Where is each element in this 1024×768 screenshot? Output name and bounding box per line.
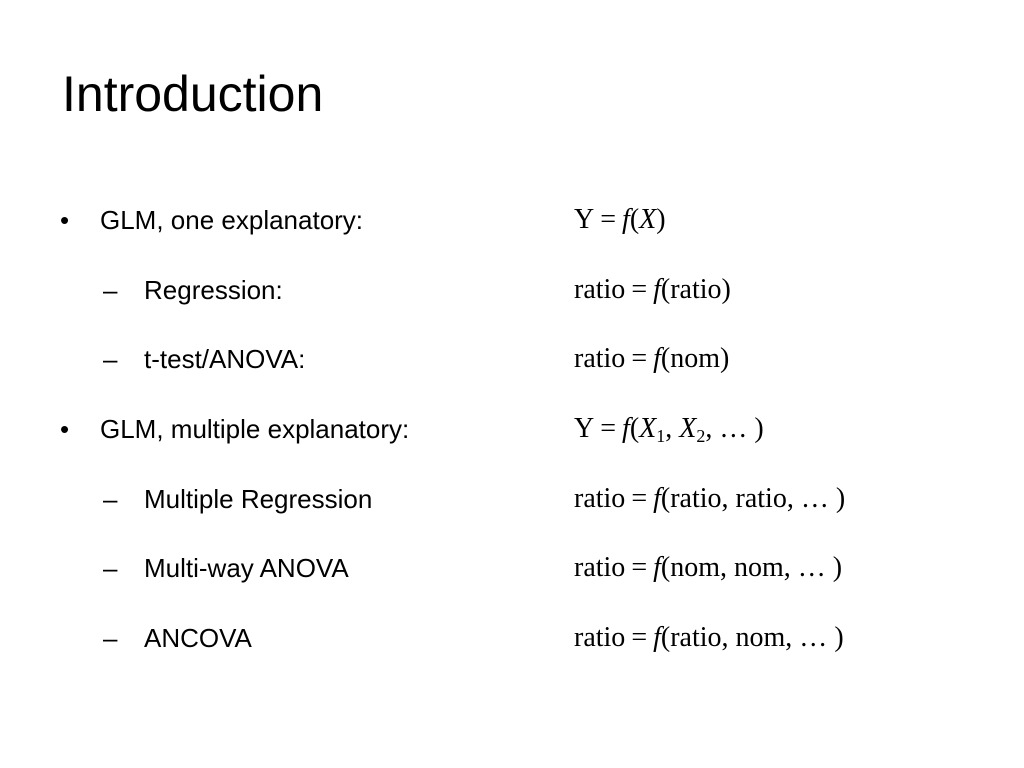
list-item-ancova: – ANCOVA ratio=f(ratio, nom, … )	[0, 618, 1024, 658]
item-formula: Y=f(X1, X2, … )	[574, 409, 764, 449]
list-item-glm-one: • GLM, one explanatory: Y=f(X)	[0, 200, 1024, 240]
formula-args: nom, nom, …	[670, 552, 833, 583]
formula-close-paren: )	[656, 204, 666, 235]
formula-function: f	[622, 413, 630, 444]
formula-separator: ,	[665, 413, 680, 444]
formula-x2-subscript: 2	[696, 426, 706, 446]
formula-lhs: ratio	[574, 622, 626, 653]
dash-icon: –	[103, 344, 118, 374]
list-item-multi-way-anova: – Multi-way ANOVA ratio=f(nom, nom, … )	[0, 548, 1024, 588]
formula-open-paren: (	[660, 274, 671, 305]
formula-close-paren: )	[832, 552, 843, 583]
formula-lhs: ratio	[574, 274, 626, 305]
formula-equals: =	[600, 413, 617, 444]
formula-lhs: Y	[574, 413, 595, 444]
item-label: ANCOVA	[144, 623, 252, 653]
formula-args: X	[639, 204, 657, 235]
formula-x1: X	[639, 413, 657, 444]
formula-open-paren: (	[660, 483, 671, 514]
dash-icon: –	[103, 275, 118, 305]
item-label: GLM, one explanatory:	[100, 205, 364, 235]
item-formula: ratio=f(ratio, ratio, … )	[574, 479, 845, 519]
formula-close-paren: )	[720, 343, 730, 374]
formula-open-paren: (	[660, 343, 671, 374]
item-label: Multi-way ANOVA	[144, 553, 349, 583]
slide-title: Introduction	[62, 66, 324, 122]
formula-close-paren: )	[754, 413, 764, 444]
formula-lhs: Y	[574, 204, 595, 235]
dash-icon: –	[103, 553, 118, 583]
formula-lhs: ratio	[574, 483, 626, 514]
formula-function: f	[653, 274, 661, 305]
list-item-glm-multiple: • GLM, multiple explanatory: Y=f(X1, X2,…	[0, 409, 1024, 449]
formula-open-paren: (	[629, 204, 640, 235]
list-item-regression: – Regression: ratio=f(ratio)	[0, 270, 1024, 310]
formula-close-paren: )	[835, 483, 846, 514]
item-formula: Y=f(X)	[574, 200, 666, 240]
formula-args: nom	[670, 343, 720, 374]
formula-function: f	[622, 204, 630, 235]
formula-function: f	[653, 343, 661, 374]
formula-function: f	[653, 622, 661, 653]
formula-equals: =	[631, 483, 648, 514]
item-label: Regression:	[144, 275, 283, 305]
bullet-icon: •	[60, 414, 70, 444]
formula-equals: =	[631, 552, 648, 583]
formula-equals: =	[631, 622, 648, 653]
item-formula: ratio=f(nom, nom, … )	[574, 548, 842, 588]
item-formula: ratio=f(ratio)	[574, 270, 731, 310]
list-item-ttest-anova: – t-test/ANOVA: ratio=f(nom)	[0, 339, 1024, 379]
formula-function: f	[653, 552, 661, 583]
item-label: Multiple Regression	[144, 484, 373, 514]
list-item-multiple-regression: – Multiple Regression ratio=f(ratio, rat…	[0, 479, 1024, 519]
formula-lhs: ratio	[574, 552, 626, 583]
item-formula: ratio=f(ratio, nom, … )	[574, 618, 844, 658]
item-label: t-test/ANOVA:	[144, 344, 306, 374]
formula-equals: =	[600, 204, 617, 235]
formula-args: ratio, nom, …	[670, 622, 835, 653]
item-label: GLM, multiple explanatory:	[100, 414, 410, 444]
bullet-icon: •	[60, 205, 70, 235]
formula-args: ratio	[670, 274, 722, 305]
dash-icon: –	[103, 484, 118, 514]
formula-ellipsis: , …	[705, 413, 755, 444]
formula-close-paren: )	[721, 274, 731, 305]
formula-function: f	[653, 483, 661, 514]
formula-equals: =	[631, 274, 648, 305]
formula-args: ratio, ratio, …	[670, 483, 836, 514]
item-formula: ratio=f(nom)	[574, 339, 729, 379]
formula-close-paren: )	[834, 622, 844, 653]
formula-open-paren: (	[660, 622, 671, 653]
formula-equals: =	[631, 343, 648, 374]
formula-open-paren: (	[660, 552, 671, 583]
formula-x1-subscript: 1	[656, 426, 666, 446]
formula-open-paren: (	[629, 413, 640, 444]
formula-lhs: ratio	[574, 343, 626, 374]
formula-x2: X	[679, 413, 697, 444]
dash-icon: –	[103, 623, 118, 653]
